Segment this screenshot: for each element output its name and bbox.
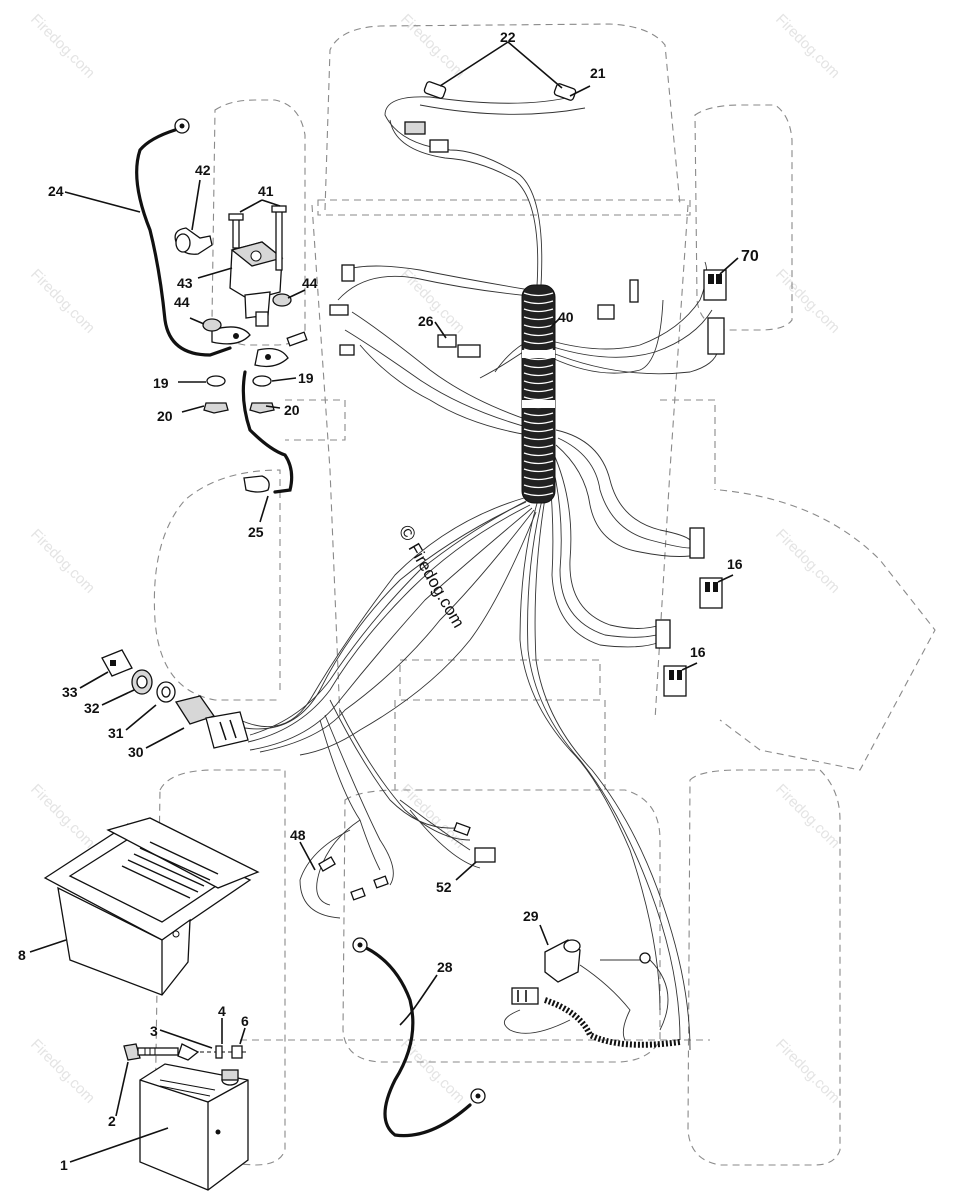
- label-52: 52: [436, 879, 452, 895]
- watermark-text: Firedog.com: [27, 526, 98, 597]
- label-29: 29: [523, 908, 539, 924]
- part-labels: 22 21 70 40 26 24 42 41 43 44 44 19 19 2…: [18, 29, 759, 1173]
- label-20-left: 20: [157, 408, 173, 424]
- label-31: 31: [108, 725, 124, 741]
- label-4: 4: [218, 1003, 226, 1019]
- label-48: 48: [290, 827, 306, 843]
- label-44-left: 44: [174, 294, 190, 310]
- label-6: 6: [241, 1013, 249, 1029]
- label-41: 41: [258, 183, 274, 199]
- label-8: 8: [18, 947, 26, 963]
- label-22: 22: [500, 29, 516, 45]
- starter-solenoid: [211, 205, 289, 368]
- connectors: [286, 264, 727, 697]
- label-24: 24: [48, 183, 64, 199]
- harness-wires: [239, 95, 719, 1051]
- label-40: 40: [558, 309, 574, 325]
- battery-cable-24: [135, 128, 232, 357]
- battery: [139, 1063, 249, 1191]
- watermark-text: Firedog.com: [27, 11, 98, 82]
- harness-end-connectors: [318, 822, 496, 901]
- label-26: 26: [418, 313, 434, 329]
- label-33: 33: [62, 684, 78, 700]
- watermark-text: Firedog.com: [772, 781, 843, 852]
- label-44-right: 44: [302, 275, 318, 291]
- battery-box: [43, 817, 260, 996]
- watermark-text: Firedog.com: [27, 781, 98, 852]
- harness-conduit: [521, 284, 556, 504]
- label-30: 30: [128, 744, 144, 760]
- label-42: 42: [195, 162, 211, 178]
- label-25: 25: [248, 524, 264, 540]
- terminal-boot-42: [174, 227, 213, 255]
- label-43: 43: [177, 275, 193, 291]
- hardware-nuts-washers: [202, 293, 292, 414]
- label-16-bottom: 16: [690, 644, 706, 660]
- ground-cable-28: [358, 943, 472, 1138]
- seat-switch-29: [511, 939, 581, 1005]
- label-1: 1: [60, 1157, 68, 1173]
- label-3: 3: [150, 1023, 158, 1039]
- label-70: 70: [741, 248, 759, 265]
- watermark-text: Firedog.com: [397, 1036, 468, 1107]
- label-32: 32: [84, 700, 100, 716]
- watermark-text: Firedog.com: [772, 11, 843, 82]
- watermark-text: Firedog.com: [397, 11, 468, 82]
- watermark-text: Firedog.com: [772, 526, 843, 597]
- label-20-right: 20: [284, 402, 300, 418]
- ring-terminal: [639, 952, 651, 964]
- watermark-text: Firedog.com: [772, 1036, 843, 1107]
- coil-cord: [544, 997, 681, 1048]
- label-16-top: 16: [727, 556, 743, 572]
- watermark-text: Firedog.com: [27, 1036, 98, 1107]
- label-2: 2: [108, 1113, 116, 1129]
- label-28: 28: [437, 959, 453, 975]
- cable-terminal: [243, 475, 270, 493]
- label-19-right: 19: [298, 370, 314, 386]
- headlight-bulbs: [404, 81, 577, 153]
- leader-lines: [29, 41, 739, 1163]
- cable-25: [241, 370, 294, 494]
- label-21: 21: [590, 65, 606, 81]
- watermark-text: Firedog.com: [27, 266, 98, 337]
- label-19-left: 19: [153, 375, 169, 391]
- ignition-switch: [101, 649, 249, 749]
- battery-bolt-hardware: [123, 1043, 248, 1061]
